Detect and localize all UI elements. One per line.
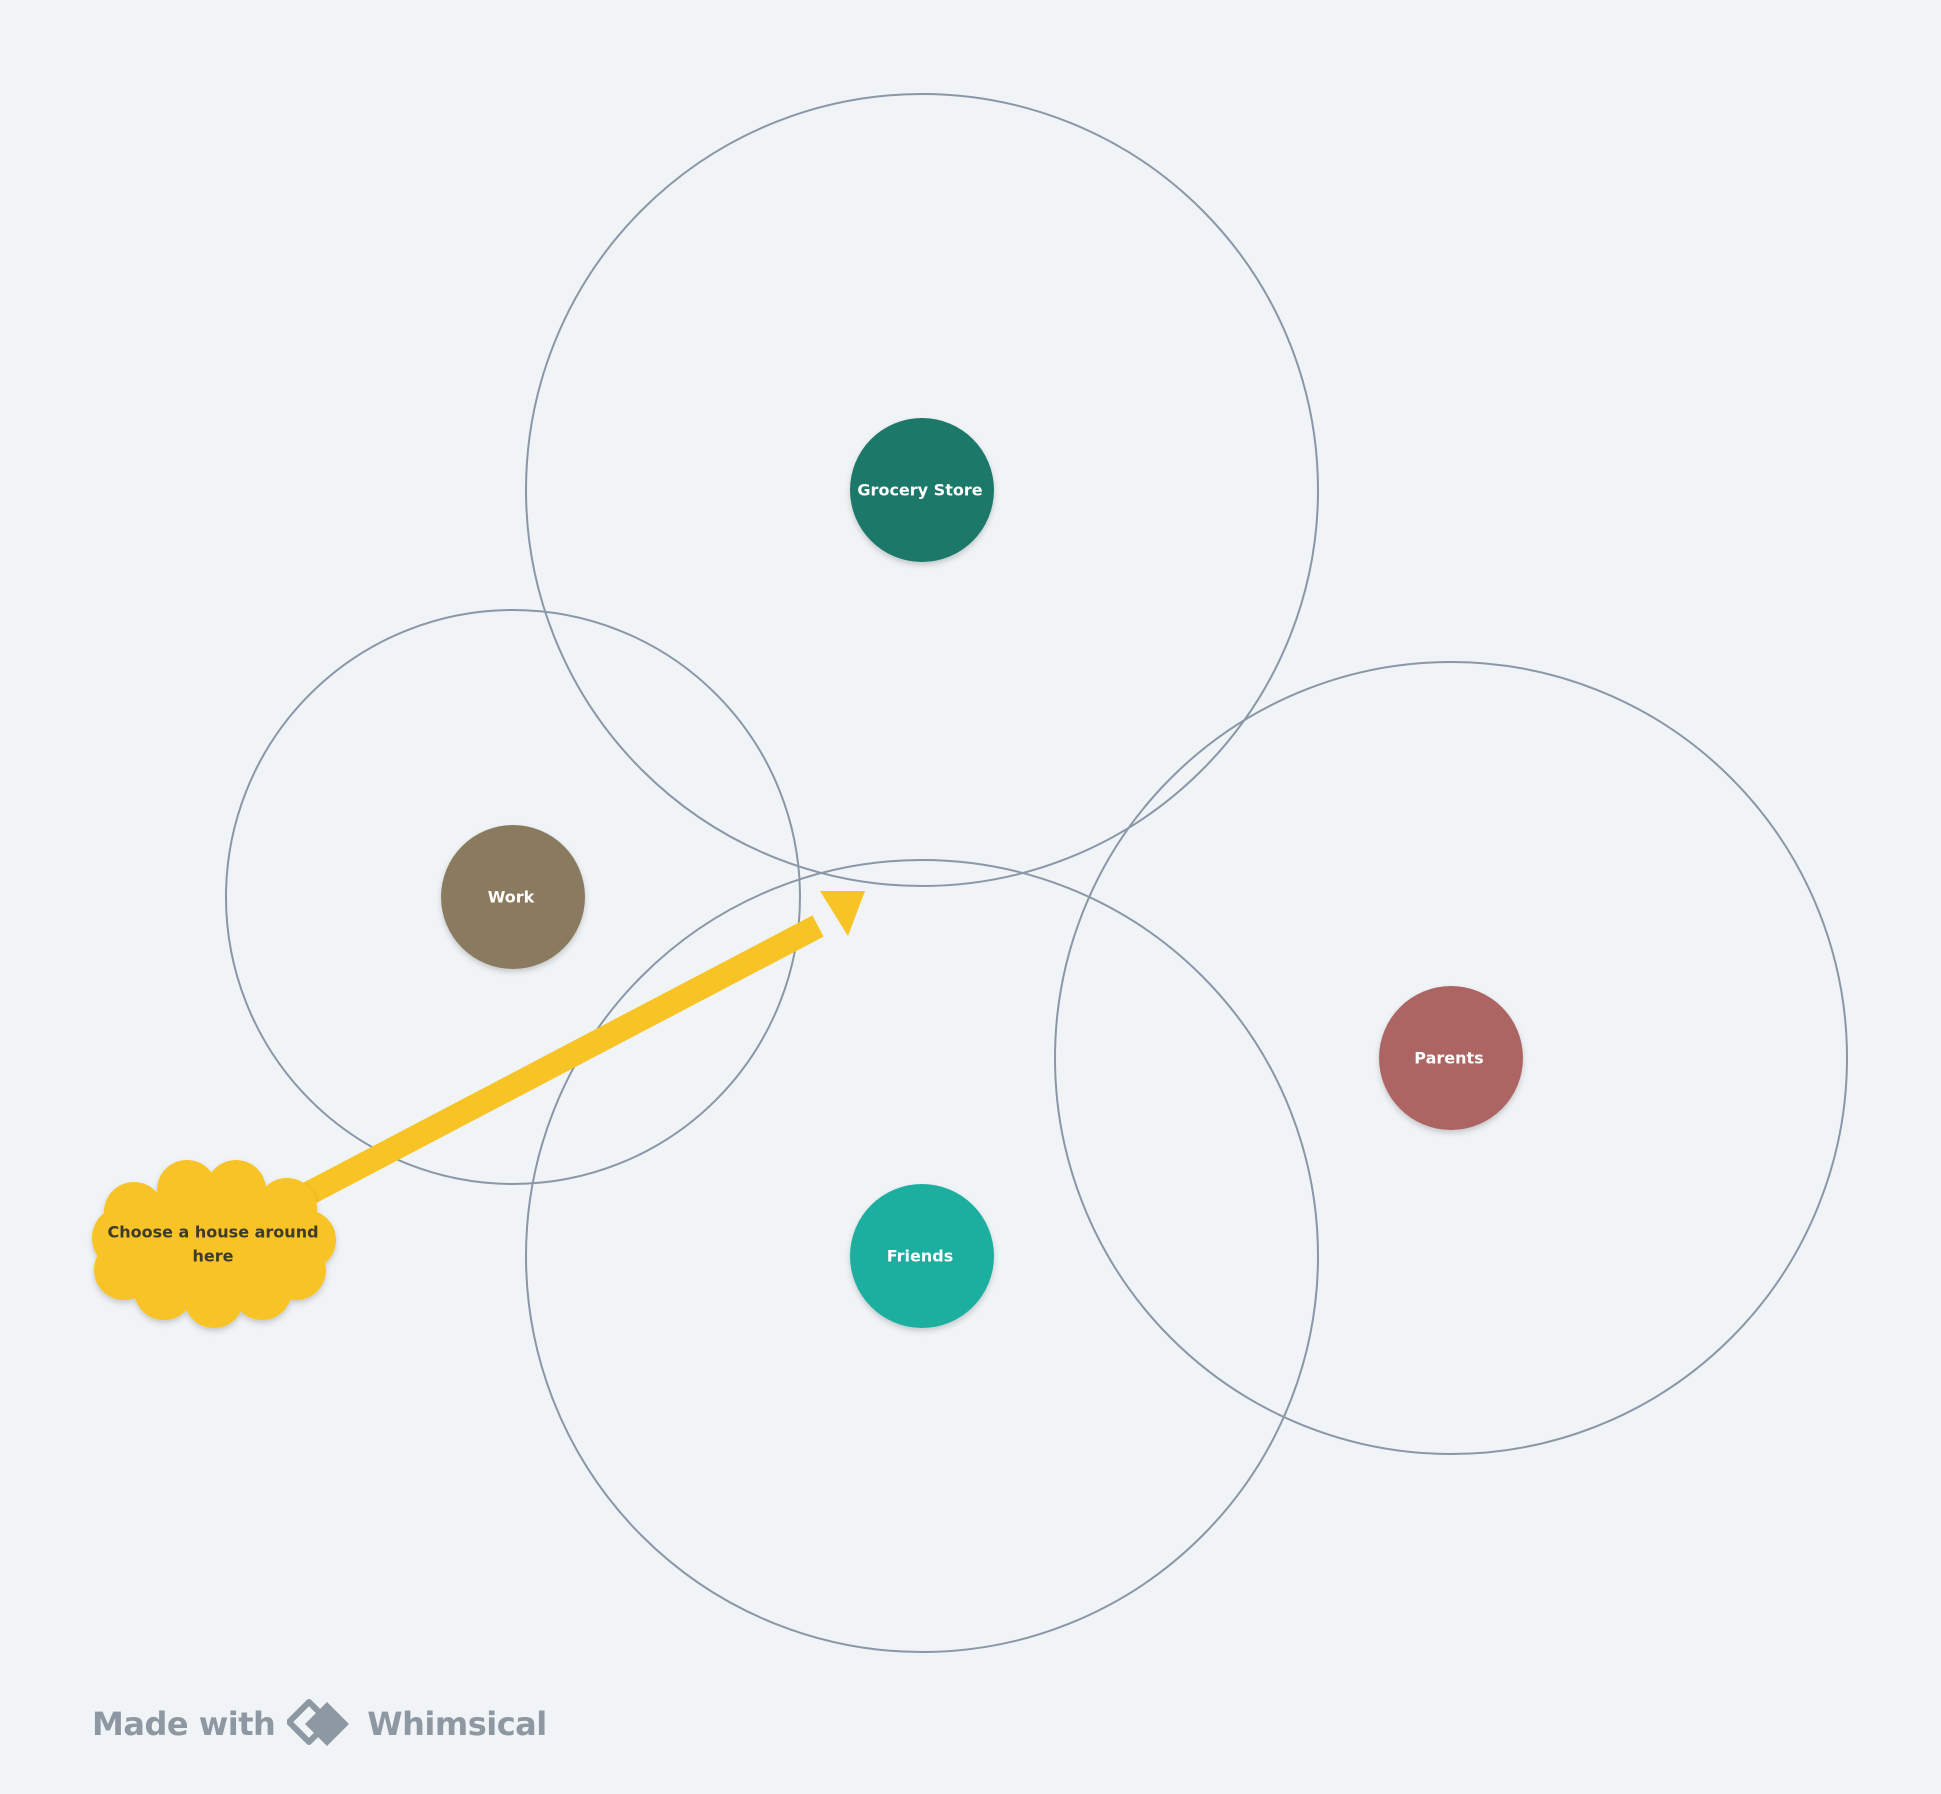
arrow-head	[820, 891, 865, 936]
watermark-brand: Whimsical	[367, 1705, 547, 1743]
watermark-prefix: Made with	[92, 1705, 276, 1743]
grocery-store-circle[interactable]	[850, 418, 994, 562]
parents-range-ring	[1054, 661, 1848, 1455]
friends-label: Friends	[887, 1247, 954, 1266]
grocery-range-ring	[525, 93, 1319, 887]
cloud-callout[interactable]: Choose a house around here	[92, 1160, 336, 1328]
node-friends[interactable]: Friends	[850, 1184, 994, 1328]
grocery-store-label: Grocery Store	[857, 481, 982, 500]
parents-label: Parents	[1414, 1049, 1483, 1068]
cloud-text-line2: here	[193, 1247, 234, 1266]
cloud-shape	[92, 1160, 336, 1328]
work-range-ring	[225, 609, 801, 1185]
work-circle[interactable]	[441, 825, 585, 969]
node-parents[interactable]: Parents	[1379, 986, 1523, 1130]
node-grocery-store[interactable]: Grocery Store	[850, 418, 994, 562]
whimsical-logo-icon	[286, 1698, 355, 1750]
arrow-shaft	[294, 915, 824, 1209]
friends-range-ring	[525, 859, 1319, 1653]
node-work[interactable]: Work	[441, 825, 585, 969]
made-with-whimsical-watermark[interactable]: Made with Whimsical	[92, 1698, 547, 1750]
pointer-arrow	[294, 891, 865, 1209]
parents-circle[interactable]	[1379, 986, 1523, 1130]
cloud-text-line1: Choose a house around	[107, 1223, 318, 1242]
friends-circle[interactable]	[850, 1184, 994, 1328]
work-label: Work	[488, 888, 535, 907]
